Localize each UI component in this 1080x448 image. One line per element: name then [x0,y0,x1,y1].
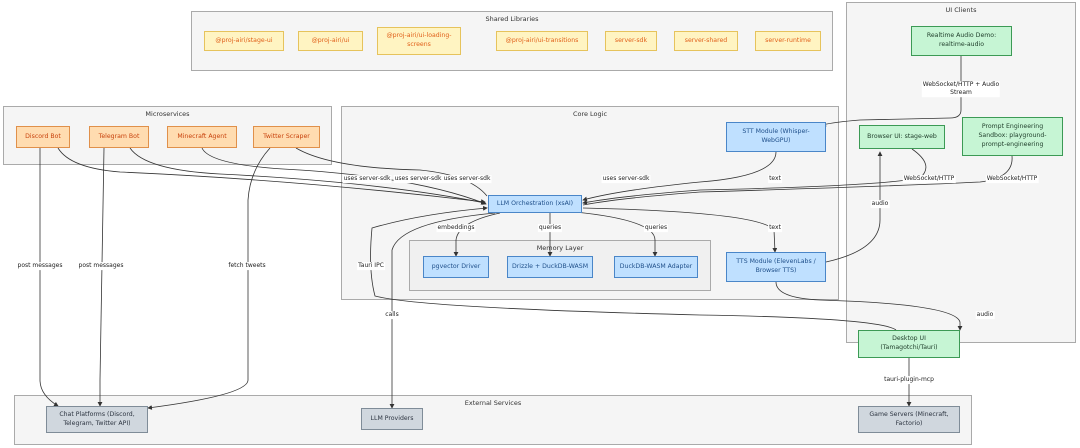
label-uses-sdk-3: uses server-sdk [442,175,492,183]
label-uses-sdk-1: uses server-sdk [342,175,392,183]
node-telegram-bot[interactable]: Telegram Bot [89,126,149,148]
node-drizzle[interactable]: Drizzle + DuckDB-WASM [507,256,593,278]
edge-desktop-to-llm [370,205,897,331]
cluster-external-services: External Services [14,395,972,445]
label-post-messages-1: post messages [16,262,64,270]
node-browser-ui[interactable]: Browser UI: stage-web [859,125,945,149]
edge-browser-to-llm [582,148,927,205]
node-ui[interactable]: @proj-airi/ui [298,31,363,51]
node-server-sdk[interactable]: server-sdk [605,31,657,51]
label-ws-audio: WebSocket/HTTP + Audio Stream [921,81,1001,97]
edge-twitter-to-chat [147,147,271,410]
edge-llm-to-duckdb [574,211,658,257]
node-stage-ui[interactable]: @proj-airi/stage-ui [204,31,284,51]
node-desktop-ui[interactable]: Desktop UI (Tamagotchi/Tauri) [858,330,960,358]
label-calls: calls [384,311,400,319]
label-queries-2: queries [643,224,669,232]
node-llm-providers[interactable]: LLM Providers [361,408,423,430]
label-fetch-tweets: fetch tweets [227,262,267,270]
node-server-shared[interactable]: server-shared [674,31,738,51]
cluster-title-ui-clients: UI Clients [945,6,977,14]
label-uses-sdk-2: uses server-sdk [393,175,443,183]
edge-realtime-to-stt [821,56,962,127]
label-audio-up: audio [870,200,890,208]
label-uses-sdk-4: uses server-sdk [601,175,651,183]
label-queries-1: queries [537,224,563,232]
edge-llm-to-providers [389,212,496,409]
node-realtime-audio[interactable]: Realtime Audio Demo: realtime-audio [911,26,1012,56]
node-loading-screens[interactable]: @proj-airi/ui-loading- screens [377,27,461,55]
node-minecraft-agent[interactable]: Minecraft Agent [167,126,237,148]
label-tauri-ipc: Tauri IPC [357,262,385,270]
node-stt[interactable]: STT Module (Whisper- WebGPU) [726,122,826,152]
label-ws-2: WebSocket/HTTP [985,175,1039,183]
label-embeddings: embeddings [436,224,476,232]
cluster-title-core-logic: Core Logic [572,110,608,118]
edge-telegram-to-chat [97,147,105,407]
node-twitter-scraper[interactable]: Twitter Scraper [253,126,320,148]
label-text-tts: text [768,224,782,232]
label-tauri-plugin-mcp: tauri-plugin-mcp [883,376,935,384]
node-tts[interactable]: TTS Module (ElevenLabs / Browser TTS) [726,252,826,282]
cluster-title-memory-layer: Memory Layer [536,244,584,252]
node-llm[interactable]: LLM Orchestration (xsAI) [488,195,582,213]
node-server-runtime[interactable]: server-runtime [755,31,821,51]
node-prompt-sandbox[interactable]: Prompt Engineering Sandbox: playground- … [962,117,1063,156]
cluster-title-microservices: Microservices [145,110,190,118]
label-text-stt: text [768,175,782,183]
edge-telegram-to-llm [129,147,486,205]
edge-llm-to-tts [582,207,778,253]
edge-llm-to-pgvector [453,212,501,257]
label-post-messages-2: post messages [77,262,125,270]
node-game-servers[interactable]: Game Servers (Minecraft, Factorio) [858,406,960,433]
edge-twitter-to-llm [295,147,488,197]
edge-discord-to-llm [57,147,486,204]
edge-tts-to-desktop [775,281,963,331]
edge-minecraft-to-llm [201,147,487,205]
cluster-title-external-services: External Services [464,399,522,407]
node-pgvector[interactable]: pgvector Driver [423,256,489,278]
node-duckdb-adapter[interactable]: DuckDB-WASM Adapter [614,256,698,278]
edge-discord-to-chat [39,148,59,407]
label-ws-1: WebSocket/HTTP [902,175,956,183]
edge-tts-to-browser [825,151,883,263]
node-chat-platforms[interactable]: Chat Platforms (Discord, Telegram, Twitt… [46,406,148,433]
edge-stt-to-llm [582,151,777,202]
node-transitions[interactable]: @proj-airi/ui-transitions [496,31,588,51]
label-audio-down: audio [975,311,995,319]
node-discord-bot[interactable]: Discord Bot [16,126,70,148]
cluster-title-shared-libraries: Shared Libraries [485,15,539,23]
